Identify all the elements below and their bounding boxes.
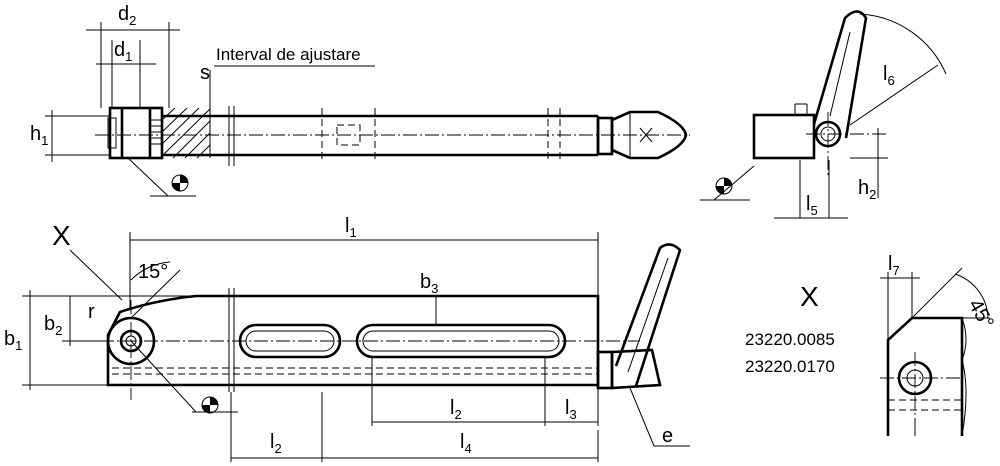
label-l6: l6 (883, 63, 895, 88)
label-h1: h1 (30, 123, 48, 148)
label-l1: l1 (345, 215, 357, 240)
surface-symbol-front (201, 396, 219, 414)
label-d1: d1 (114, 39, 132, 64)
label-adjust: Interval de ajustare (216, 45, 361, 64)
label-e: e (662, 425, 673, 447)
label-b1: b1 (4, 328, 22, 353)
label-l2-upper: l2 (450, 397, 462, 422)
top-view (45, 22, 690, 197)
label-l3: l3 (565, 397, 577, 422)
label-d2: d2 (118, 3, 136, 28)
label-b3: b3 (420, 271, 438, 296)
detail-x (880, 267, 990, 437)
part-number-2: 23220.0170 (745, 357, 835, 376)
label-l4: l4 (460, 431, 472, 456)
label-b2: b2 (44, 313, 62, 338)
label-detail-x: X (800, 281, 819, 312)
label-h2: h2 (858, 177, 876, 202)
surface-symbol-side (715, 177, 733, 195)
label-r: r (88, 301, 95, 323)
label-l7: l7 (888, 253, 900, 278)
side-view (700, 10, 947, 219)
label-l2-lower: l2 (270, 431, 282, 456)
section-hatch (150, 107, 211, 159)
front-view (22, 232, 690, 462)
surface-symbol-top (171, 174, 189, 192)
part-number-1: 23220.0085 (745, 330, 835, 349)
label-x-marker: X (52, 220, 71, 251)
label-s: s (200, 62, 210, 84)
label-angle-45: 45° (964, 296, 998, 333)
label-angle-15: 15° (138, 261, 168, 283)
label-l5: l5 (806, 193, 818, 218)
